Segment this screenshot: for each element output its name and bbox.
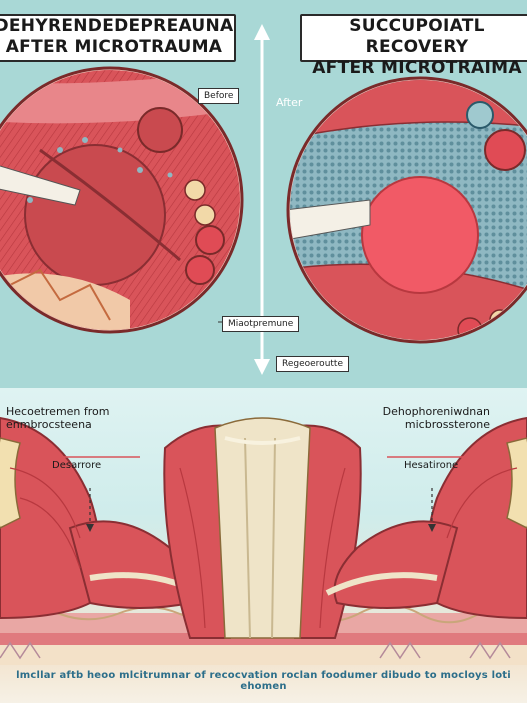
regeneration-label: Regeoeroutte — [276, 356, 349, 372]
footer-caption: lmcllar aftb heoo mlcitrumnar of recocva… — [16, 670, 511, 692]
right-heading: Dehophoreniwdnan micbrossterone — [360, 405, 490, 431]
left-heading-line-2: enmbrocsteena — [6, 418, 92, 431]
before-title-line-2: AFTER MICROTRAUMA — [5, 37, 223, 57]
left-heading: Hecoetremen from enmbrocsteena — [6, 405, 110, 431]
after-title-line-1: SUCCUPOIATL RECOVERY — [349, 16, 485, 57]
before-title-box: DEHYRENDEDEPREAUNA AFTER MICROTRAUMA — [0, 14, 236, 62]
before-title-line-1: DEHYRENDEDEPREAUNA — [0, 16, 234, 36]
right-heading-line-1: Dehophoreniwdnan — [382, 405, 490, 418]
before-label: Before — [198, 88, 240, 104]
muscle-anatomy-illustration — [0, 416, 527, 665]
after-title-line-2: AFTER MICROTRAIMA — [312, 58, 522, 78]
before-microtrauma-circle — [0, 66, 244, 334]
right-hormone-label: Hesatirone — [404, 460, 459, 471]
left-hormone-arrow — [40, 453, 140, 532]
microtrauma-comparison-illustration — [0, 24, 527, 375]
right-arm-muscles — [325, 416, 527, 620]
after-label: After — [276, 96, 303, 109]
left-heading-line-1: Hecoetremen from — [6, 405, 110, 418]
left-hormone-label: Desarrore — [52, 460, 102, 471]
right-heading-line-2: micbrossterone — [404, 418, 490, 431]
central-shoulder-muscles — [163, 417, 362, 639]
after-title-box: SUCCUPOIATL RECOVERY AFTER MICROTRAIMA — [300, 14, 527, 78]
before-after-arrow — [254, 24, 270, 375]
microtrauma-label: Miaotpremune — [222, 316, 300, 332]
left-arm-muscles — [0, 416, 202, 620]
right-hormone-arrow — [387, 453, 487, 532]
after-recovery-circle — [286, 76, 527, 344]
